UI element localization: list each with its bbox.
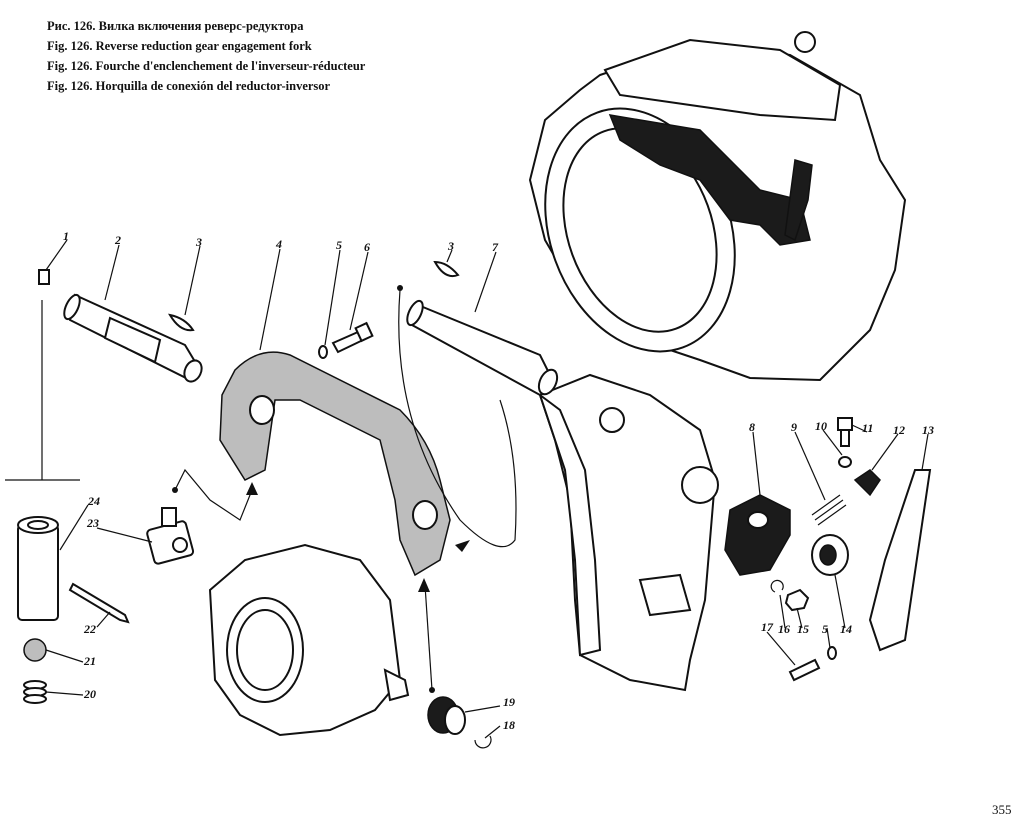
bearing-housing: [208, 543, 410, 737]
callout-13: 13: [922, 423, 934, 437]
caption-russian: Рис. 126. Вилка включения реверс-редукто…: [47, 19, 304, 33]
leader-lines: [45, 239, 929, 739]
caption-english: Fig. 126. Reverse reduction gear engagem…: [47, 39, 312, 53]
callout-19: 19: [503, 695, 515, 709]
part-16-washer: [770, 579, 784, 593]
callout-15: 15: [797, 622, 809, 636]
part-1-pin: [38, 269, 50, 285]
callout-20: 20: [83, 687, 96, 701]
callout-4: 4: [275, 237, 282, 251]
bell-housing-cover: [538, 373, 719, 692]
part-19-nut: [427, 696, 466, 735]
part-11-bolt: [837, 417, 853, 447]
part-5-washer: [318, 345, 328, 359]
callout-18: 18: [503, 718, 515, 732]
callout-10: 10: [815, 419, 827, 433]
caption-french: Fig. 126. Fourche d'enclenchement de l'i…: [47, 59, 366, 73]
part-13-shift-lever: [868, 469, 932, 652]
callout-3b: 3: [447, 239, 454, 253]
callout-14: 14: [840, 622, 852, 636]
callout-21: 21: [83, 654, 96, 668]
arrow-clamp-to-fork: [174, 468, 253, 521]
part-8-lever: [724, 494, 791, 576]
callout-5b: 5: [822, 622, 828, 636]
part-20-spring: [23, 680, 47, 704]
part-10-washer: [838, 456, 852, 468]
part-7-shaft: [406, 299, 559, 397]
part-18-ring: [474, 735, 492, 749]
part-24-sleeve: [17, 516, 59, 621]
part-21-ball: [23, 638, 47, 662]
part-3-key-right: [433, 260, 460, 278]
part-22-pin: [68, 582, 130, 624]
callout-7: 7: [492, 240, 499, 254]
arrow-shaft-to-fork: [398, 289, 517, 548]
callout-16: 16: [778, 622, 790, 636]
part-2-shaft: [63, 293, 203, 383]
part-5-washer-right: [827, 646, 837, 660]
callout-5: 5: [336, 238, 342, 252]
callout-11: 11: [862, 421, 873, 435]
gearbox-housing: [528, 31, 907, 382]
callout-9: 9: [791, 420, 797, 434]
callout-6: 6: [364, 240, 370, 254]
callout-23: 23: [86, 516, 99, 530]
callout-12: 12: [893, 423, 905, 437]
callout-labels: 1 2 3 4 5 6 3 7 8 9 10 11 12 13 24 23 22…: [63, 229, 934, 732]
part-15-nut: [784, 588, 810, 612]
part-23-clamp: [146, 507, 195, 565]
callout-17: 17: [761, 620, 774, 634]
part-17-bolt: [788, 658, 821, 682]
figure-captions: Рис. 126. Вилка включения реверс-редукто…: [47, 16, 365, 96]
caption-spanish: Fig. 126. Horquilla de conexión del redu…: [47, 79, 331, 93]
assembly-bracket: [5, 300, 80, 481]
callout-1: 1: [63, 229, 69, 243]
callout-24: 24: [87, 494, 100, 508]
part-14-clamp: [811, 534, 849, 576]
arrow-nut-to-fork: [424, 584, 433, 691]
part-4-fork: [219, 351, 451, 577]
callout-22: 22: [83, 622, 96, 636]
callout-8: 8: [749, 420, 755, 434]
callout-2: 2: [114, 233, 121, 247]
page-number: 355: [992, 802, 1012, 817]
part-9-spring: [811, 494, 847, 526]
part-3-key-left: [168, 313, 195, 332]
part-12-plug: [853, 469, 881, 497]
callout-3: 3: [195, 235, 202, 249]
